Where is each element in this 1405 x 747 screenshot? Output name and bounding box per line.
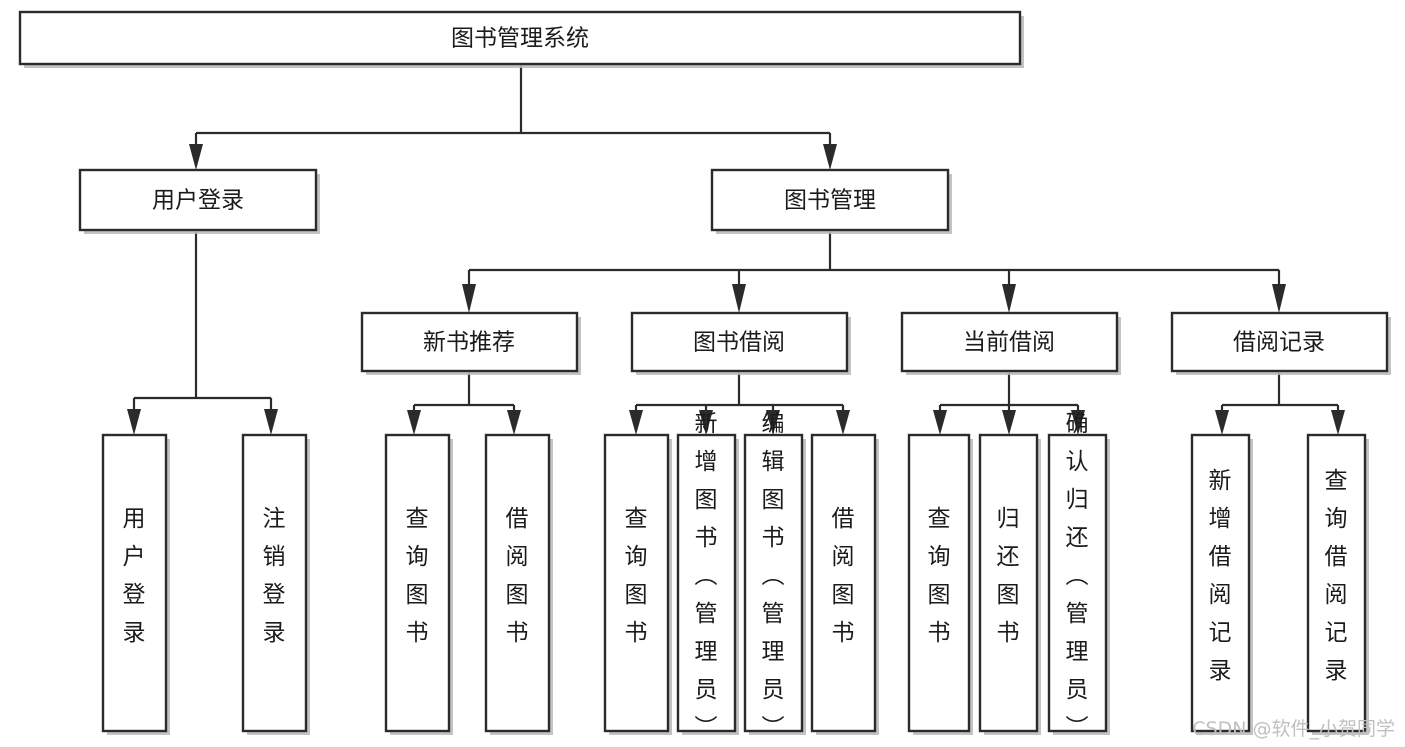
- leaf-bookborrow-2-label: 新增图书︵管理员︶: [695, 411, 718, 741]
- leaf-logout[interactable]: 注销登录: [241, 433, 310, 735]
- arrow-to-bookborrow-leaf-3: [766, 410, 780, 435]
- arrow-to-current-borrow: [1002, 284, 1016, 313]
- current-borrow-label: 当前借阅: [963, 330, 1055, 356]
- book-manage-label: 图书管理: [784, 188, 876, 214]
- leaf-currentborrow-1-box: [907, 433, 971, 733]
- root-box: [18, 10, 1022, 66]
- leaf-bookborrow-4-label: 借阅图书: [832, 506, 855, 646]
- leaf-bookborrow-query-book[interactable]: 查询图书: [603, 433, 672, 735]
- arrow-to-currentborrow-leaf-1: [933, 410, 947, 435]
- node-root[interactable]: 图书管理系统: [18, 10, 1024, 68]
- borrow-record-box: [1170, 311, 1389, 373]
- leaf-currentborrow-1-label: 查询图书: [928, 506, 951, 646]
- arrow-to-bookborrow-leaf-4: [836, 410, 850, 435]
- arrow-to-bookborrow-leaf-1: [629, 410, 643, 435]
- leaf-borrowrecord-query-record[interactable]: 查询借阅记录: [1306, 433, 1369, 735]
- arrow-to-currentborrow-leaf-3: [1071, 410, 1085, 435]
- leaf-bookborrow-borrow-book[interactable]: 借阅图书: [810, 433, 879, 735]
- leaf-bookborrow-3-box: [743, 433, 804, 733]
- arrow-to-leaf-logout: [264, 409, 278, 435]
- leaf-newbook-1-box: [384, 433, 451, 733]
- borrow-record-label: 借阅记录: [1233, 330, 1325, 356]
- csdn-watermark: CSDN @软件_小贺同学: [1192, 718, 1395, 740]
- leaf-bookborrow-edit-book[interactable]: 编辑图书︵管理员︶: [743, 411, 806, 741]
- edges-layer: [127, 66, 1345, 435]
- book-borrow-box: [630, 311, 849, 373]
- leaf-bookborrow-1-label: 查询图书: [625, 506, 648, 646]
- arrow-to-newbook-leaf-1: [407, 410, 421, 435]
- leaf-currentborrow-3-box: [1047, 433, 1108, 733]
- new-book-label: 新书推荐: [423, 330, 515, 356]
- leaf-logout-label: 注销登录: [263, 506, 286, 646]
- leaf-currentborrow-query-book[interactable]: 查询图书: [907, 433, 973, 735]
- leaf-bookborrow-4-box: [810, 433, 877, 733]
- leaf-bookborrow-1-box: [603, 433, 670, 733]
- user-login-box: [78, 168, 318, 232]
- leaf-newbook-2-box: [484, 433, 551, 733]
- leaf-currentborrow-3-label: 确认归还︵管理员︶: [1066, 411, 1089, 741]
- arrow-to-bookborrow-leaf-2: [699, 410, 713, 435]
- leaf-currentborrow-2-box: [978, 433, 1039, 733]
- leaf-user-login[interactable]: 用户登录: [101, 433, 170, 735]
- arrow-to-borrowrecord-leaf-1: [1215, 410, 1229, 435]
- arrow-to-borrow-record: [1272, 284, 1286, 313]
- new-book-box: [360, 311, 579, 373]
- leaf-borrowrecord-1-label: 新增借阅记录: [1209, 468, 1232, 684]
- leaf-newbook-1-label: 查询图书: [406, 506, 429, 646]
- node-current-borrow[interactable]: 当前借阅: [900, 311, 1121, 375]
- leaf-user-login-box: [101, 433, 168, 733]
- leaf-logout-box: [241, 433, 308, 733]
- arrow-to-newbook-leaf-2: [507, 410, 521, 435]
- node-book-manage[interactable]: 图书管理: [710, 168, 952, 234]
- leaf-currentborrow-2-label: 归还图书: [997, 506, 1020, 646]
- node-book-borrow[interactable]: 图书借阅: [630, 311, 851, 375]
- leaf-bookborrow-2-box: [676, 433, 737, 733]
- leaf-borrowrecord-2-box: [1306, 433, 1367, 733]
- book-borrow-label: 图书借阅: [693, 330, 785, 356]
- leaf-currentborrow-confirm-return[interactable]: 确认归还︵管理员︶: [1047, 411, 1110, 741]
- leaf-borrowrecord-2-label: 查询借阅记录: [1325, 468, 1348, 684]
- leaf-newbook-query-book[interactable]: 查询图书: [384, 433, 453, 735]
- leaf-user-login-label: 用户登录: [123, 506, 146, 646]
- leaf-currentborrow-return-book[interactable]: 归还图书: [978, 433, 1041, 735]
- arrow-to-leaf-user-login: [127, 409, 141, 435]
- node-borrow-record[interactable]: 借阅记录: [1170, 311, 1391, 375]
- arrow-to-book-manage: [823, 144, 837, 170]
- leaf-newbook-borrow-book[interactable]: 借阅图书: [484, 433, 553, 735]
- node-user-login[interactable]: 用户登录: [78, 168, 320, 234]
- node-new-book-recommend[interactable]: 新书推荐: [360, 311, 581, 375]
- arrow-to-borrowrecord-leaf-2: [1331, 410, 1345, 435]
- current-borrow-box: [900, 311, 1119, 373]
- arrow-to-new-book: [462, 284, 476, 313]
- leaf-borrowrecord-1-box: [1190, 433, 1251, 733]
- user-login-label: 用户登录: [152, 188, 244, 214]
- book-manage-box: [710, 168, 950, 232]
- arrow-to-user-login: [189, 144, 203, 170]
- arrow-to-book-borrow: [732, 284, 746, 313]
- leaf-bookborrow-add-book[interactable]: 新增图书︵管理员︶: [676, 411, 739, 741]
- arrow-to-currentborrow-leaf-2: [1002, 410, 1016, 435]
- root-label: 图书管理系统: [451, 26, 589, 52]
- leaf-borrowrecord-add-record[interactable]: 新增借阅记录: [1190, 433, 1253, 735]
- leaf-newbook-2-label: 借阅图书: [506, 506, 529, 646]
- leaf-bookborrow-3-label: 编辑图书︵管理员︶: [762, 411, 785, 741]
